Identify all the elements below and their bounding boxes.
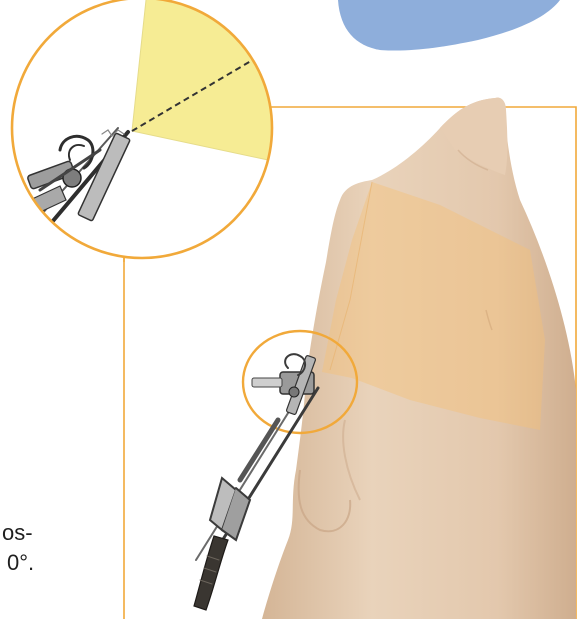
caption-text-line-2: 0°. xyxy=(7,550,34,576)
blue-decorative-shape xyxy=(338,0,560,51)
caption-text-line-1: os- xyxy=(2,520,33,546)
magnified-detail-circle xyxy=(10,0,300,260)
